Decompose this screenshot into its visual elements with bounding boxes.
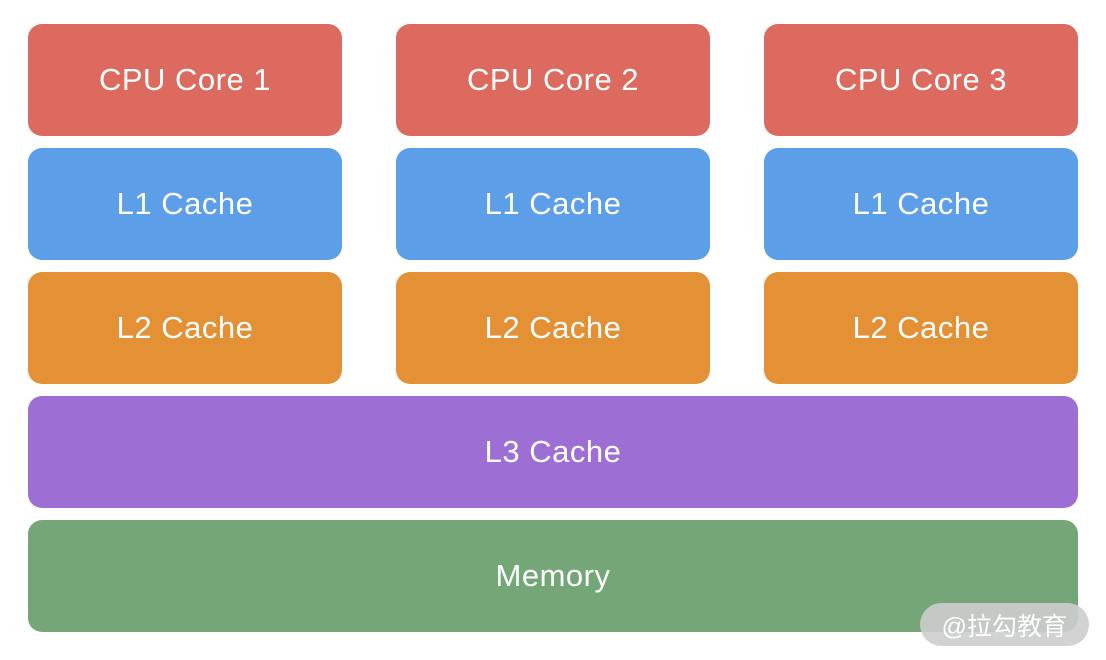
l2-cache-box-2: L2 Cache	[396, 272, 710, 384]
l1-cache-box-1: L1 Cache	[28, 148, 342, 260]
core-column-3: CPU Core 3 L1 Cache L2 Cache	[764, 24, 1078, 384]
core-columns: CPU Core 1 L1 Cache L2 Cache CPU Core 2 …	[28, 24, 1078, 384]
diagram-stack: CPU Core 1 L1 Cache L2 Cache CPU Core 2 …	[28, 24, 1078, 632]
l3-cache-box: L3 Cache	[28, 396, 1078, 508]
l2-cache-box-1: L2 Cache	[28, 272, 342, 384]
l1-cache-box-3: L1 Cache	[764, 148, 1078, 260]
cpu-core-3-box: CPU Core 3	[764, 24, 1078, 136]
l1-cache-box-2: L1 Cache	[396, 148, 710, 260]
memory-box: Memory	[28, 520, 1078, 632]
cpu-core-2-box: CPU Core 2	[396, 24, 710, 136]
core-column-1: CPU Core 1 L1 Cache L2 Cache	[28, 24, 342, 384]
l2-cache-box-3: L2 Cache	[764, 272, 1078, 384]
cpu-core-1-box: CPU Core 1	[28, 24, 342, 136]
watermark-badge: @拉勾教育	[919, 603, 1089, 646]
core-column-2: CPU Core 2 L1 Cache L2 Cache	[396, 24, 710, 384]
